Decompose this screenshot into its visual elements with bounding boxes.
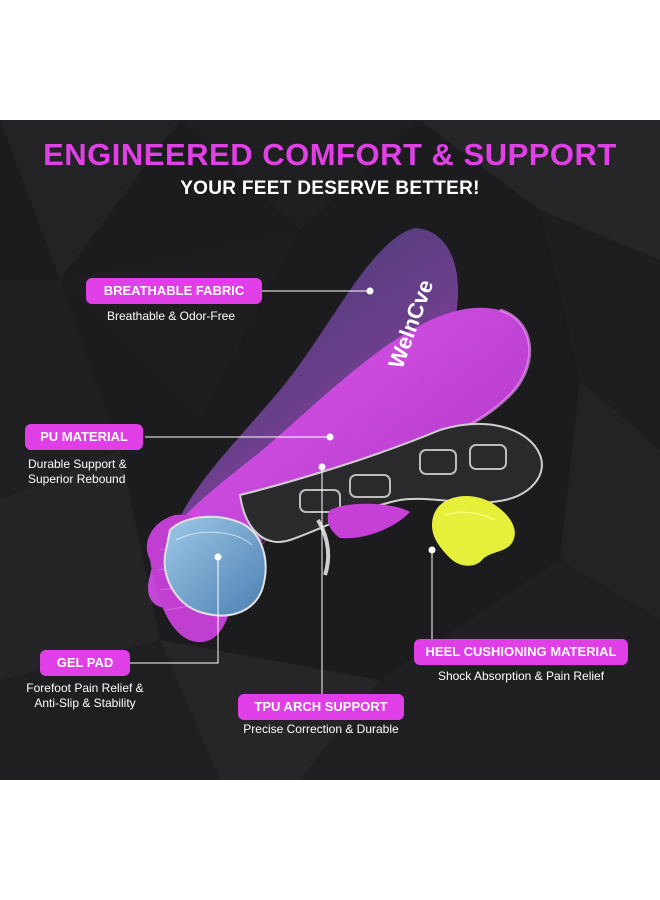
arch-wedge: [327, 503, 410, 539]
subheadline: YOUR FEET DESERVE BETTER!: [180, 178, 480, 199]
polygon-background: [0, 120, 660, 780]
leader-gel-pad: [130, 557, 219, 664]
insole-exploded-illustration: WelnCve: [130, 228, 543, 695]
badge-breathable-fabric: BREATHABLE FABRIC: [86, 278, 262, 304]
product-infographic-panel: ENGINEERED COMFORT & SUPPORT YOUR FEET D…: [0, 120, 660, 780]
badge-tpu-arch-support: TPU ARCH SUPPORT: [238, 694, 404, 720]
badge-pu-material: PU MATERIAL: [25, 424, 143, 450]
caption-pu-material-1: Durable Support &: [28, 457, 127, 471]
caption-heel-cushioning: Shock Absorption & Pain Relief: [437, 669, 605, 683]
caption-gel-pad-2: Anti-Slip & Stability: [34, 696, 136, 710]
caption-tpu-arch-support: Precise Correction & Durable: [243, 722, 399, 736]
caption-breathable-fabric: Breathable & Odor-Free: [106, 309, 236, 323]
badge-heel-cushioning: HEEL CUSHIONING MATERIAL: [414, 639, 628, 665]
caption-pu-material-2: Superior Rebound: [28, 472, 126, 486]
headline: ENGINEERED COMFORT & SUPPORT: [43, 137, 617, 172]
caption-gel-pad-1: Forefoot Pain Relief &: [26, 681, 144, 695]
gel-pad: [163, 515, 267, 617]
heel-cushion: [432, 495, 515, 566]
badge-gel-pad: GEL PAD: [40, 650, 130, 676]
